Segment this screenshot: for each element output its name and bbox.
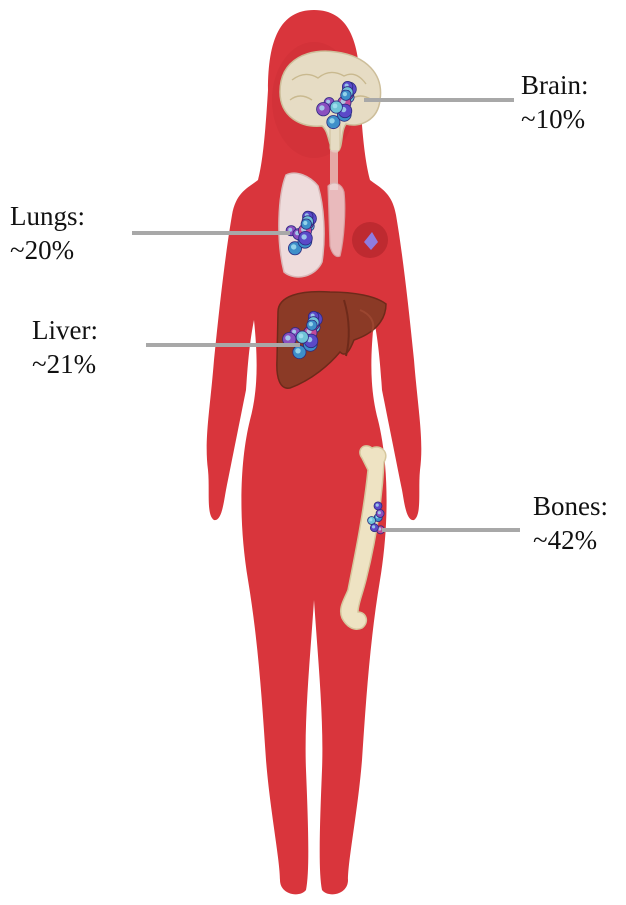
tumor-cell-nucleus [301,234,306,239]
tumor-cell-nucleus [303,221,307,225]
tumor-cell-nucleus [291,244,296,249]
body-silhouette-icon [207,10,422,894]
tumor-cell-nucleus [285,335,290,340]
callout-share-value: ~21% [32,347,98,381]
callout-share-value: ~42% [533,523,608,557]
callout-share-value: ~20% [10,233,85,267]
tumor-cell-nucleus [333,104,338,109]
tumor-cell-nucleus [309,322,313,326]
callout-site-label: Liver: [32,313,98,347]
tumor-cell-nucleus [369,518,372,521]
tumor-cell-nucleus [299,334,304,339]
tumor-cell-nucleus [319,105,324,110]
callout-lungs: Lungs: ~20% [10,199,85,267]
tumor-cell-nucleus [378,511,381,514]
tumor-cell-nucleus [372,525,375,528]
callout-site-label: Lungs: [10,199,85,233]
heart-organ-icon [352,222,388,258]
tumor-cell-nucleus [376,504,379,507]
callout-site-label: Bones: [533,489,608,523]
tumor-cell-nucleus [329,118,334,123]
callout-site-label: Brain: [521,68,589,102]
tumor-cell-nucleus [343,92,347,96]
callout-brain: Brain: ~10% [521,68,589,136]
callout-share-value: ~10% [521,102,589,136]
tumor-cell-nucleus [295,348,300,353]
callout-bones: Bones: ~42% [533,489,608,557]
callout-liver: Liver: ~21% [32,313,98,381]
